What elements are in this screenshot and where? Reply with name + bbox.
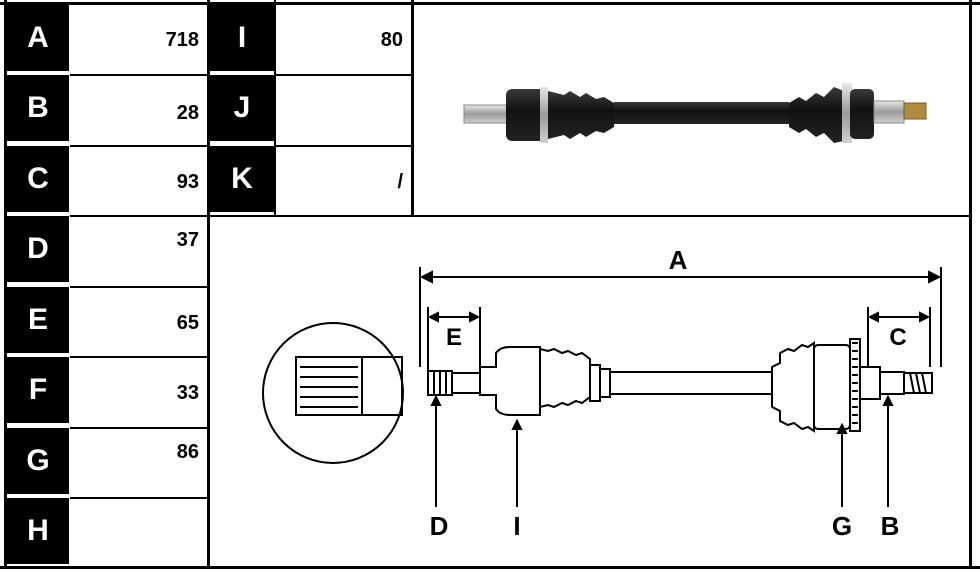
- dimension-c: [867, 307, 931, 367]
- grid-line: [70, 356, 207, 358]
- grid-line: [207, 0, 210, 569]
- label-d: D: [430, 511, 449, 541]
- row-value-f: 33: [70, 358, 207, 428]
- row-label-f: F: [7, 357, 69, 423]
- pointer-lines: [430, 394, 894, 507]
- label-i: I: [513, 511, 520, 541]
- grid-line: [70, 74, 207, 76]
- row-label-k: K: [210, 146, 274, 212]
- label-c: C: [889, 324, 906, 351]
- row-label-i: I: [210, 5, 274, 71]
- dimension-e: [427, 307, 481, 377]
- label-b: B: [881, 511, 900, 541]
- grid-line: [70, 427, 207, 429]
- label-a: A: [669, 245, 688, 275]
- grid-line: [0, 2, 980, 5]
- row-value-i: 80: [276, 5, 411, 75]
- grid-line: [70, 286, 207, 288]
- row-value-b: 28: [70, 76, 207, 150]
- shaft-outline: [427, 338, 933, 433]
- grid-line: [70, 145, 207, 147]
- row-label-e: E: [7, 287, 69, 353]
- grid-line: [0, 566, 980, 569]
- grid-line: [276, 74, 411, 76]
- row-value-a: 718: [70, 5, 207, 75]
- grid-line: [4, 0, 7, 569]
- row-value-c: 93: [70, 147, 207, 217]
- row-value-g: 86: [70, 429, 207, 499]
- grid-line: [70, 497, 207, 499]
- row-label-c: C: [7, 146, 69, 212]
- dimension-a: [419, 267, 942, 367]
- row-label-h: H: [7, 498, 69, 564]
- grid-line: [276, 145, 411, 147]
- technical-diagram: A E C: [262, 245, 942, 541]
- row-label-a: A: [7, 5, 69, 71]
- row-value-h: [70, 499, 207, 565]
- label-e: E: [446, 324, 462, 351]
- row-label-g: G: [7, 428, 69, 494]
- row-value-j: [276, 76, 411, 146]
- grid-line: [969, 0, 972, 569]
- row-label-j: J: [210, 75, 274, 141]
- row-label-d: D: [7, 216, 69, 282]
- row-label-b: B: [7, 75, 69, 141]
- grid-line: [411, 0, 414, 216]
- grid-line: [274, 0, 276, 216]
- grid-line: [70, 215, 970, 217]
- spline-detail-circle: [262, 322, 404, 464]
- row-value-d: 37: [70, 217, 207, 287]
- label-g: G: [832, 511, 852, 541]
- product-photo: [463, 83, 927, 143]
- row-value-k: /: [276, 147, 411, 217]
- row-value-e: 65: [70, 288, 207, 358]
- drive-shaft-photo: [463, 83, 927, 143]
